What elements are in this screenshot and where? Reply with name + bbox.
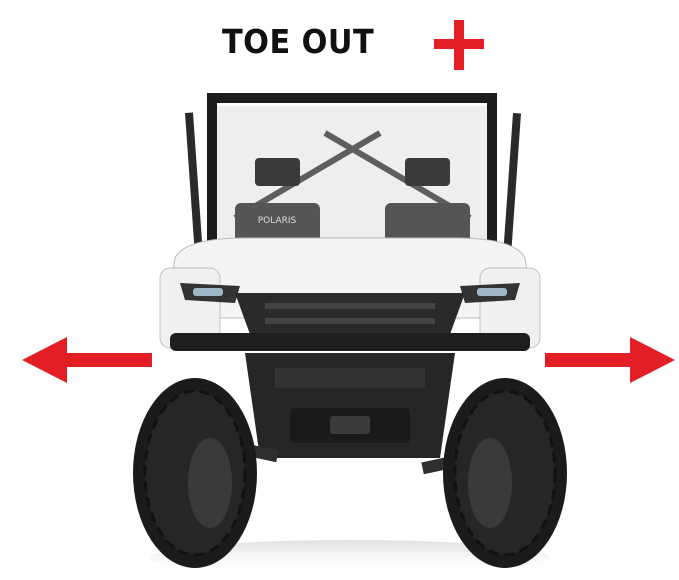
arrow-left-icon (22, 337, 152, 383)
utv-vehicle-image: POLARIS (133, 93, 567, 576)
arrow-right-icon (545, 337, 675, 383)
svg-text:POLARIS: POLARIS (258, 216, 297, 226)
plus-icon (434, 20, 484, 70)
page-title: TOE OUT (222, 22, 375, 61)
